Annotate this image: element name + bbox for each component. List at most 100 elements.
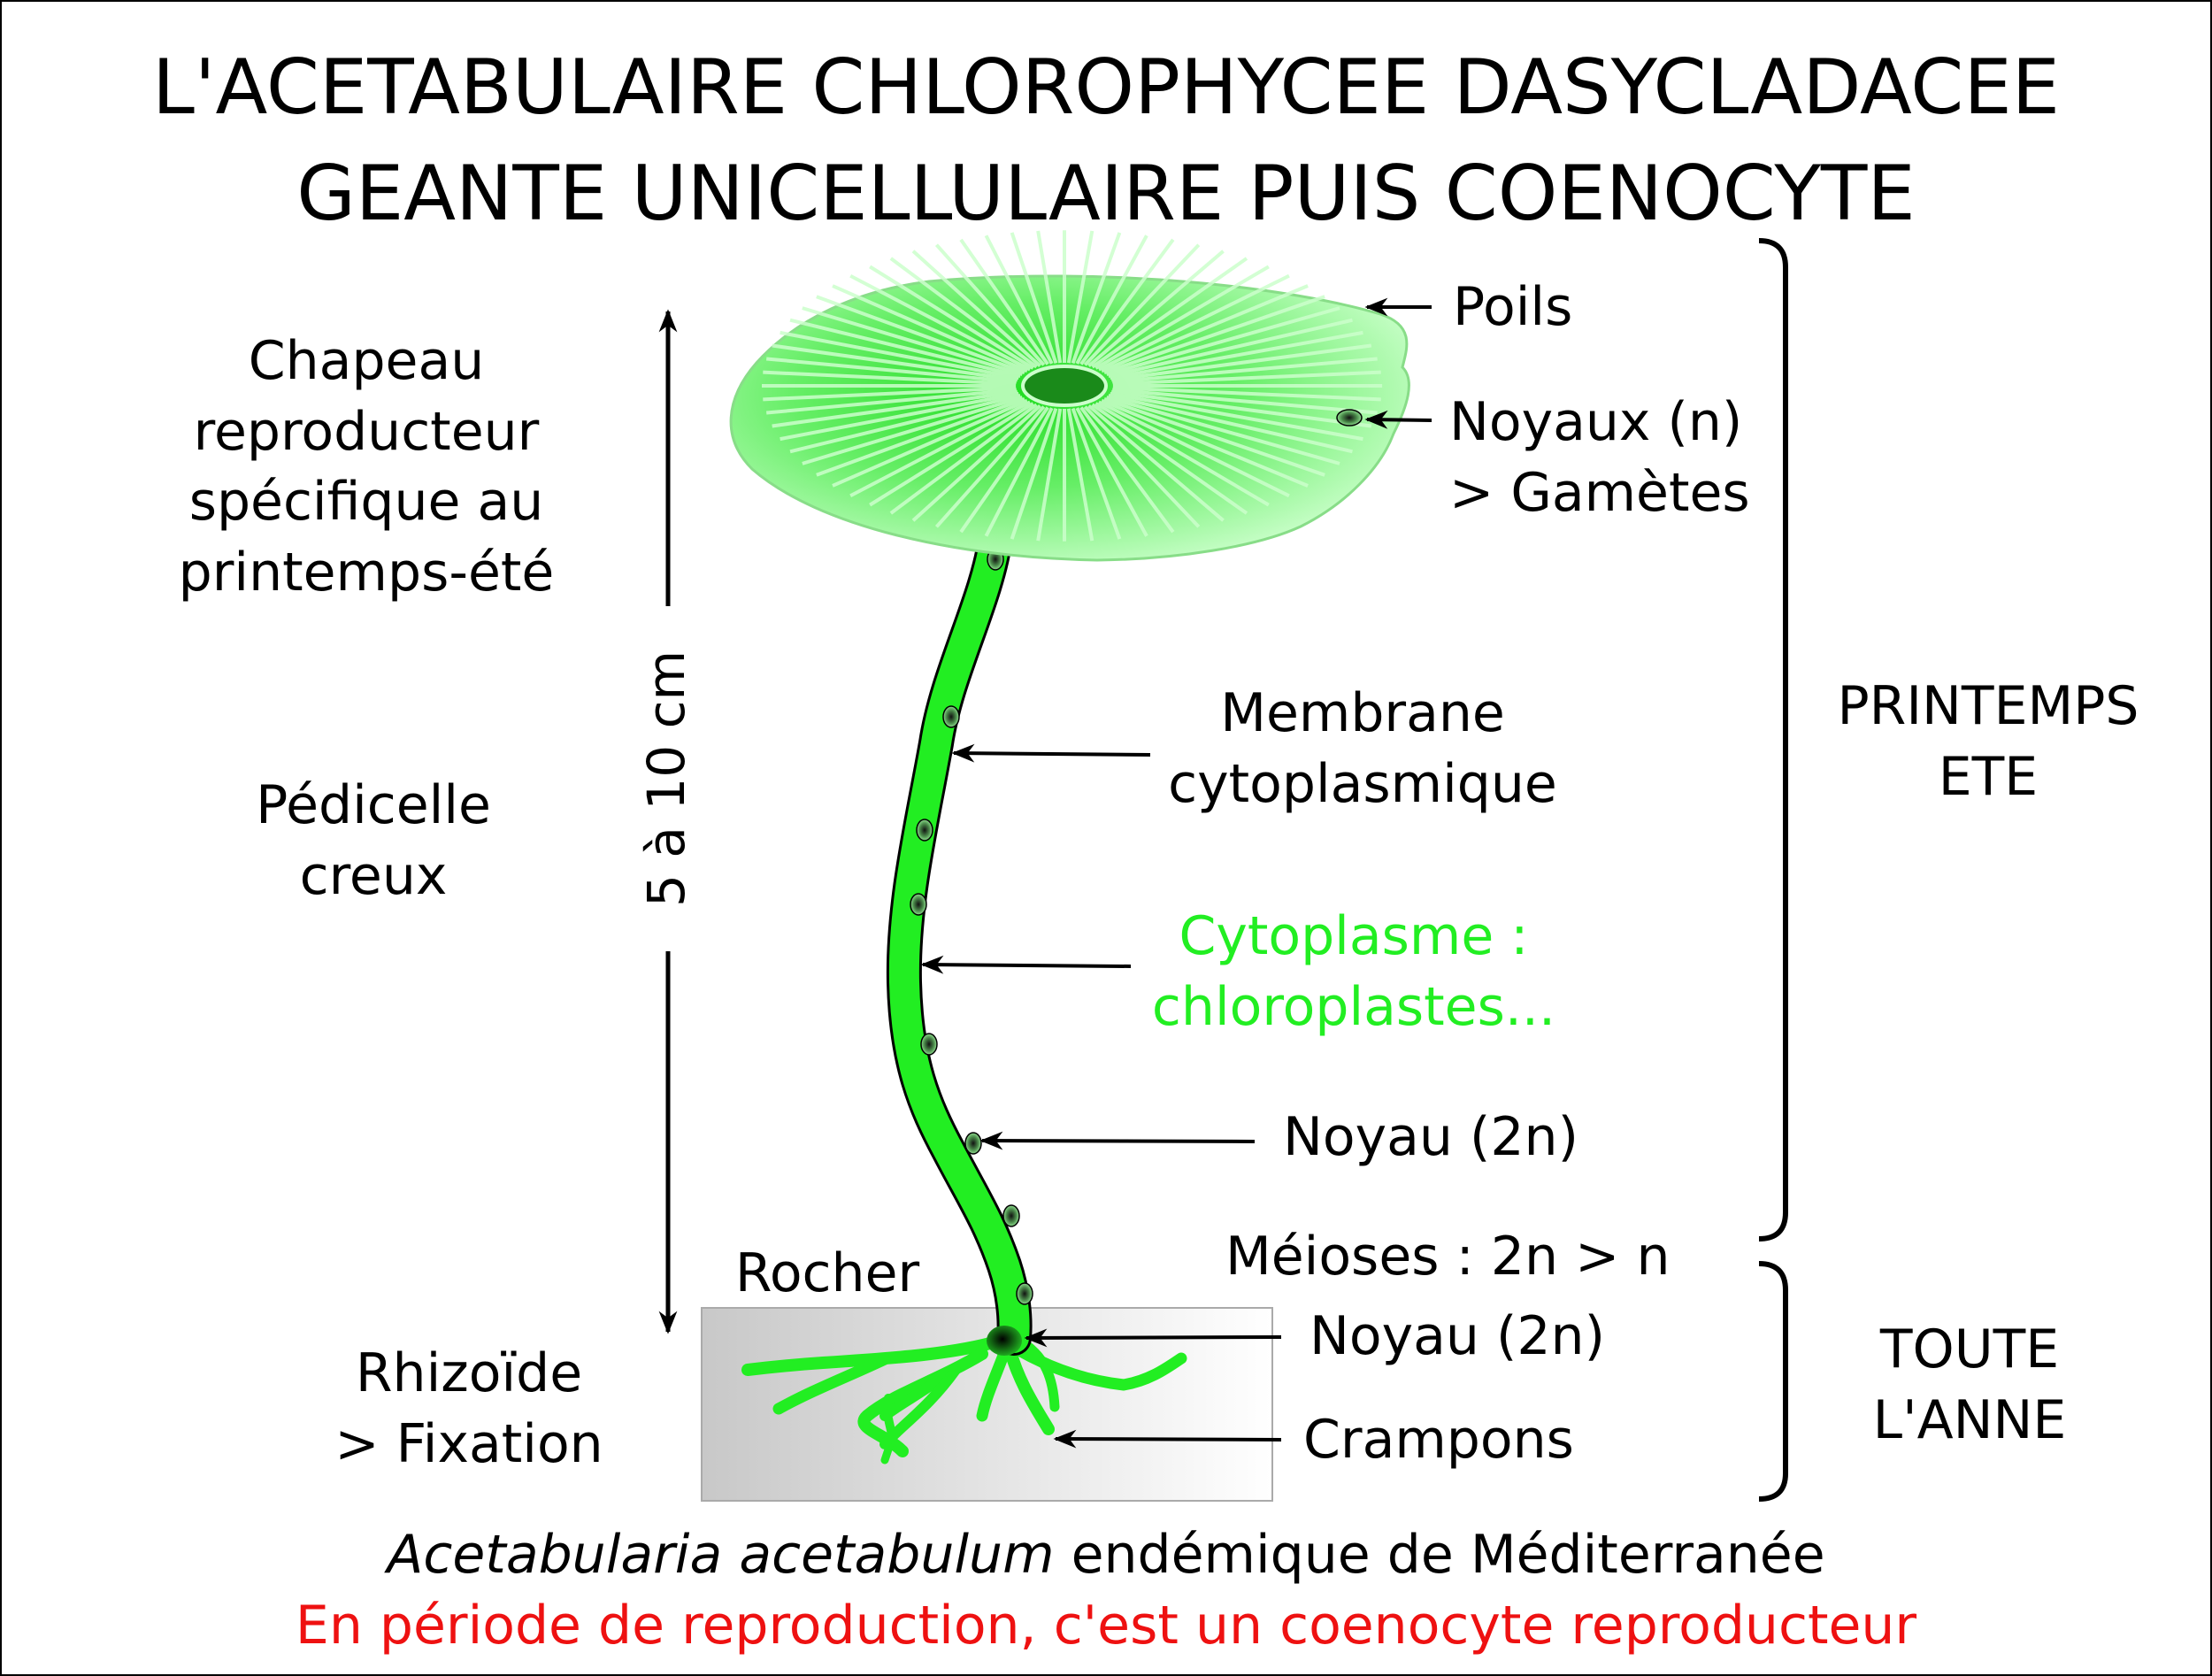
- cytoplasm: [888, 523, 1030, 1353]
- cap-ray: [1087, 250, 1225, 368]
- cap-ray: [1112, 386, 1381, 402]
- crampons-label: Crampons: [1303, 1409, 1574, 1471]
- cap-ray: [1111, 388, 1378, 415]
- cap-ray: [1098, 273, 1290, 372]
- cap-ray: [911, 404, 1041, 522]
- cap-ray: [832, 284, 1028, 373]
- title-line-2: GEANTE UNICELLULAIRE PUIS COENOCYTE: [296, 150, 1916, 238]
- toute-label-2: L'ANNE: [1873, 1389, 2067, 1451]
- cap-ray: [1108, 318, 1353, 378]
- noyau-base-arrow: [1024, 1328, 1282, 1348]
- cap-ray: [1010, 407, 1058, 540]
- meioses-label: Méioses : 2n > n: [1225, 1226, 1671, 1288]
- cap-ray: [832, 398, 1028, 488]
- base-nucleus: [987, 1326, 1022, 1356]
- svg-text:reproducteur: reproducteur: [194, 401, 540, 463]
- cap-nucleus: [1336, 409, 1363, 427]
- cap-ray: [1098, 400, 1290, 498]
- gametes-label: > Gamètes: [1449, 462, 1750, 524]
- cap-ray: [911, 250, 1041, 367]
- printemps-brace: [1758, 238, 1788, 1242]
- noyaux-arrow: [1364, 410, 1432, 429]
- cap-ray: [1075, 407, 1148, 537]
- cap-ray: [1101, 284, 1309, 373]
- cap-ray: [766, 357, 1018, 384]
- caption-note: En période de reproduction, c'est un coe…: [296, 1595, 1917, 1657]
- cap-center: [1021, 365, 1108, 407]
- rocher-label: Rocher: [735, 1242, 920, 1304]
- membrane-arrow: [951, 743, 1151, 763]
- cap-ray: [802, 396, 1023, 465]
- cap-ray: [1106, 306, 1340, 376]
- cap-ray: [1079, 238, 1175, 365]
- membrane-label-1: Membrane: [1220, 682, 1505, 744]
- cap-ray: [772, 389, 1018, 428]
- toute-label-1: TOUTE: [1879, 1319, 2059, 1380]
- cap-ray: [816, 295, 1025, 374]
- cap-ray: [984, 407, 1054, 537]
- cap-ray: [1091, 403, 1248, 515]
- chapeau-label: Chapeau reproducteur spécifique au print…: [179, 330, 555, 604]
- cap-ray: [1106, 396, 1340, 465]
- cap-ray: [1079, 406, 1175, 534]
- pedicelle-label: Pédicelle creux: [256, 774, 491, 907]
- cap-ray: [1101, 398, 1309, 488]
- species-endemic: endémique de Méditerranée: [1055, 1524, 1825, 1586]
- cytoplasme-arrow: [920, 955, 1132, 974]
- poils-label: Poils: [1453, 276, 1572, 338]
- cap-ray: [984, 234, 1054, 365]
- cap-ray: [1083, 243, 1201, 366]
- cap-ray: [1087, 404, 1225, 522]
- cap-ray: [1110, 389, 1372, 428]
- cap-ray: [1010, 232, 1058, 365]
- rhizoid-crampons: [741, 1334, 1187, 1465]
- cap-ray: [1108, 394, 1353, 454]
- cap-ray: [934, 243, 1046, 366]
- cap-ray: [889, 257, 1038, 369]
- cytoplasme-label-2: chloroplastes...: [1152, 976, 1555, 1038]
- size-label: 5 à 10 cm: [636, 650, 696, 907]
- cap-ray: [1112, 370, 1381, 386]
- cap-ray: [849, 273, 1032, 372]
- stalk-nuclei: [910, 548, 1033, 1305]
- rhizoide-label: Rhizoïde > Fixation: [334, 1342, 603, 1475]
- cap-ray: [766, 388, 1018, 415]
- printemps-label-2: ETE: [1939, 746, 2038, 808]
- cap-ray: [763, 386, 1017, 402]
- cap-ray: [816, 397, 1025, 477]
- cap-ray: [1036, 408, 1063, 542]
- crampons-arrow: [1053, 1429, 1282, 1449]
- cap-ray: [1036, 230, 1063, 364]
- cap-ray: [1094, 265, 1270, 370]
- cap-ray: [869, 265, 1034, 370]
- noyau-stalk-arrow: [979, 1131, 1256, 1150]
- svg-text:Rhizoïde: Rhizoïde: [356, 1342, 582, 1404]
- cap-ray: [1066, 408, 1094, 542]
- cap-ray: [1075, 234, 1148, 365]
- svg-text:> Fixation: > Fixation: [334, 1413, 603, 1475]
- cap-ray: [789, 318, 1021, 378]
- toute-brace: [1758, 1261, 1788, 1502]
- printemps-label-1: PRINTEMPS: [1837, 675, 2139, 737]
- cap-ray: [849, 400, 1032, 498]
- cap-ray: [1091, 257, 1248, 369]
- cap-ray: [789, 394, 1021, 454]
- cap-ray: [1066, 230, 1094, 364]
- cap-ray: [780, 330, 1019, 381]
- svg-text:Chapeau: Chapeau: [249, 330, 484, 392]
- membrane-label-2: cytoplasmique: [1168, 753, 1557, 815]
- title-line-1: L'ACETABULAIRE CHLOROPHYCEE DASYCLADACEE: [152, 43, 2060, 132]
- cap-ray: [959, 406, 1049, 534]
- noyaux-label: Noyaux (n): [1449, 391, 1742, 453]
- cap-ray: [763, 370, 1017, 386]
- cytoplasme-label-1: Cytoplasme :: [1179, 905, 1528, 967]
- svg-text:spécifique au: spécifique au: [189, 471, 544, 533]
- svg-text:creux: creux: [300, 845, 448, 907]
- cap-ray: [1071, 407, 1122, 540]
- cap-ray: [780, 391, 1019, 442]
- cap-ray: [1103, 397, 1325, 477]
- reproductive-cap: [729, 230, 1410, 562]
- cap-ray: [1103, 295, 1325, 374]
